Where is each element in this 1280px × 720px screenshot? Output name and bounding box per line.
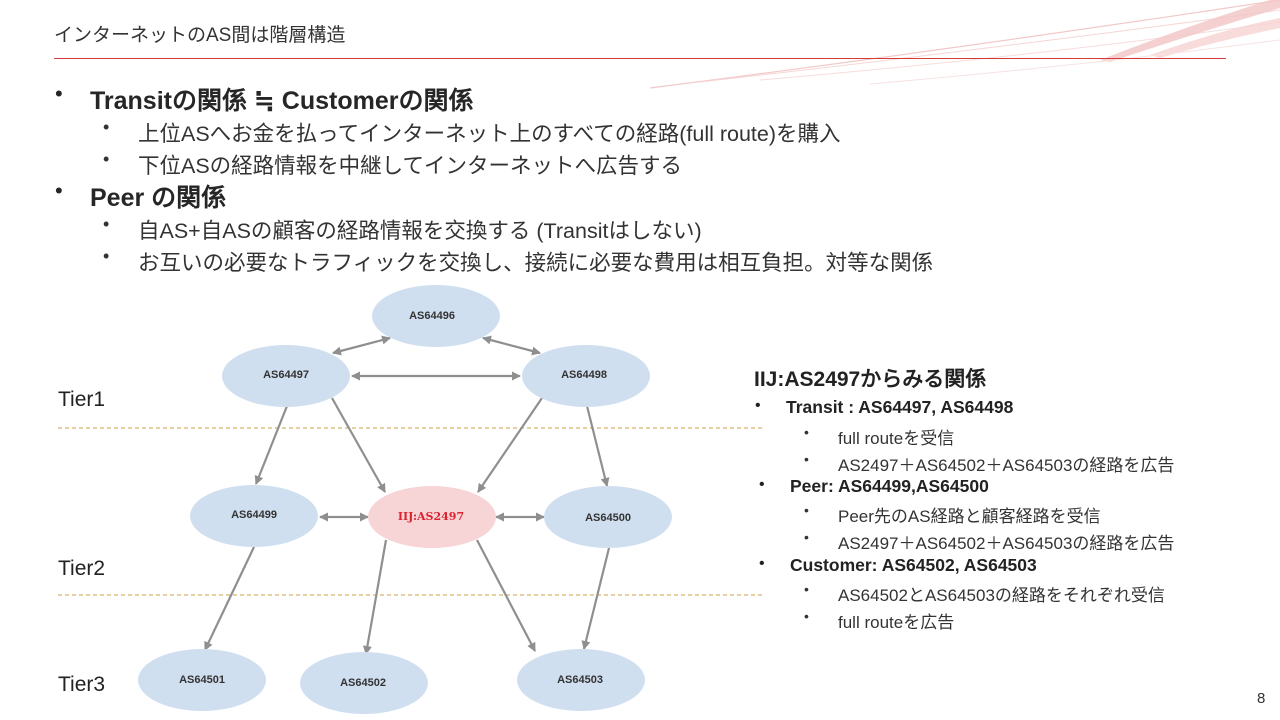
node-label: AS64501: [179, 674, 225, 686]
panel-item: full routeを受信: [804, 424, 954, 449]
panel-section-customer: Customer: AS64502, AS64503: [759, 555, 1037, 576]
bullet-transit-sub-2: 下位ASの経路情報を中継してインターネットへ広告する: [103, 149, 682, 180]
tier-label-2: Tier2: [58, 557, 106, 580]
node-as64499: AS64499: [190, 485, 318, 547]
node-label: AS64499: [231, 509, 277, 521]
page-number: 8: [1257, 690, 1266, 707]
bullet-transit: Transitの関係 ≒ Customerの関係: [55, 81, 473, 117]
panel-item: AS2497＋AS64502＋AS64503の経路を広告: [804, 529, 1174, 554]
arrow-64498-64500: [585, 405, 610, 487]
slide-title: インターネットのAS間は階層構造: [54, 25, 346, 46]
arrow-64496-64498: [482, 335, 541, 356]
node-as64503: AS64503: [517, 649, 645, 711]
arrow-iij-64502: [362, 539, 388, 655]
arrow-iij-64503: [476, 539, 536, 652]
panel-item: Peer先のAS経路と顧客経路を受信: [804, 502, 1101, 527]
node-as64501: AS64501: [138, 649, 266, 711]
node-label: AS64496: [409, 310, 455, 322]
node-label: AS64497: [263, 369, 309, 381]
title-divider: [54, 58, 1226, 59]
node-as64502: AS64502: [300, 652, 428, 714]
panel-item: AS64502とAS64503の経路をそれぞれ受信: [804, 581, 1165, 606]
node-label: AS64498: [561, 369, 607, 381]
tier-label-3: Tier3: [58, 673, 106, 696]
node-label: AS64503: [557, 674, 603, 686]
arrow-64500-64503: [581, 547, 611, 650]
arrow-64497-iij: [331, 397, 386, 493]
panel-title: IIJ:AS2497からみる関係: [754, 368, 987, 391]
node-iij-as2497: IIJ:AS2497: [368, 486, 496, 548]
node-as64500: AS64500: [544, 486, 672, 548]
bullet-peer: Peer の関係: [55, 178, 226, 214]
arrow-64497-64496: [332, 335, 391, 356]
node-as64498: AS64498: [522, 345, 650, 407]
panel-item: full routeを広告: [804, 608, 954, 633]
arrow-64498-iij: [477, 397, 543, 493]
tier-label-1: Tier1: [58, 388, 106, 411]
node-label: AS64500: [585, 512, 631, 524]
arrow-64499-64501: [204, 546, 255, 651]
node-as64497: AS64497: [222, 345, 350, 407]
node-as64496: AS64496: [372, 285, 500, 347]
bullet-peer-sub-1: 自AS+自ASの顧客の経路情報を交換する (Transitはしない): [103, 214, 702, 245]
bullet-transit-sub-1: 上位ASへお金を払ってインターネット上のすべての経路(full route)を購…: [103, 117, 841, 148]
arrow-64497-64499: [254, 405, 289, 485]
node-label-highlight: IIJ:AS2497: [398, 510, 464, 523]
panel-item: AS2497＋AS64502＋AS64503の経路を広告: [804, 451, 1174, 476]
panel-section-peer: Peer: AS64499,AS64500: [759, 476, 989, 497]
node-label: AS64502: [340, 677, 386, 689]
panel-section-transit: Transit : AS64497, AS64498: [755, 397, 1013, 418]
bullet-peer-sub-2: お互いの必要なトラフィックを交換し、接続に必要な費用は相互負担。対等な関係: [103, 246, 933, 277]
